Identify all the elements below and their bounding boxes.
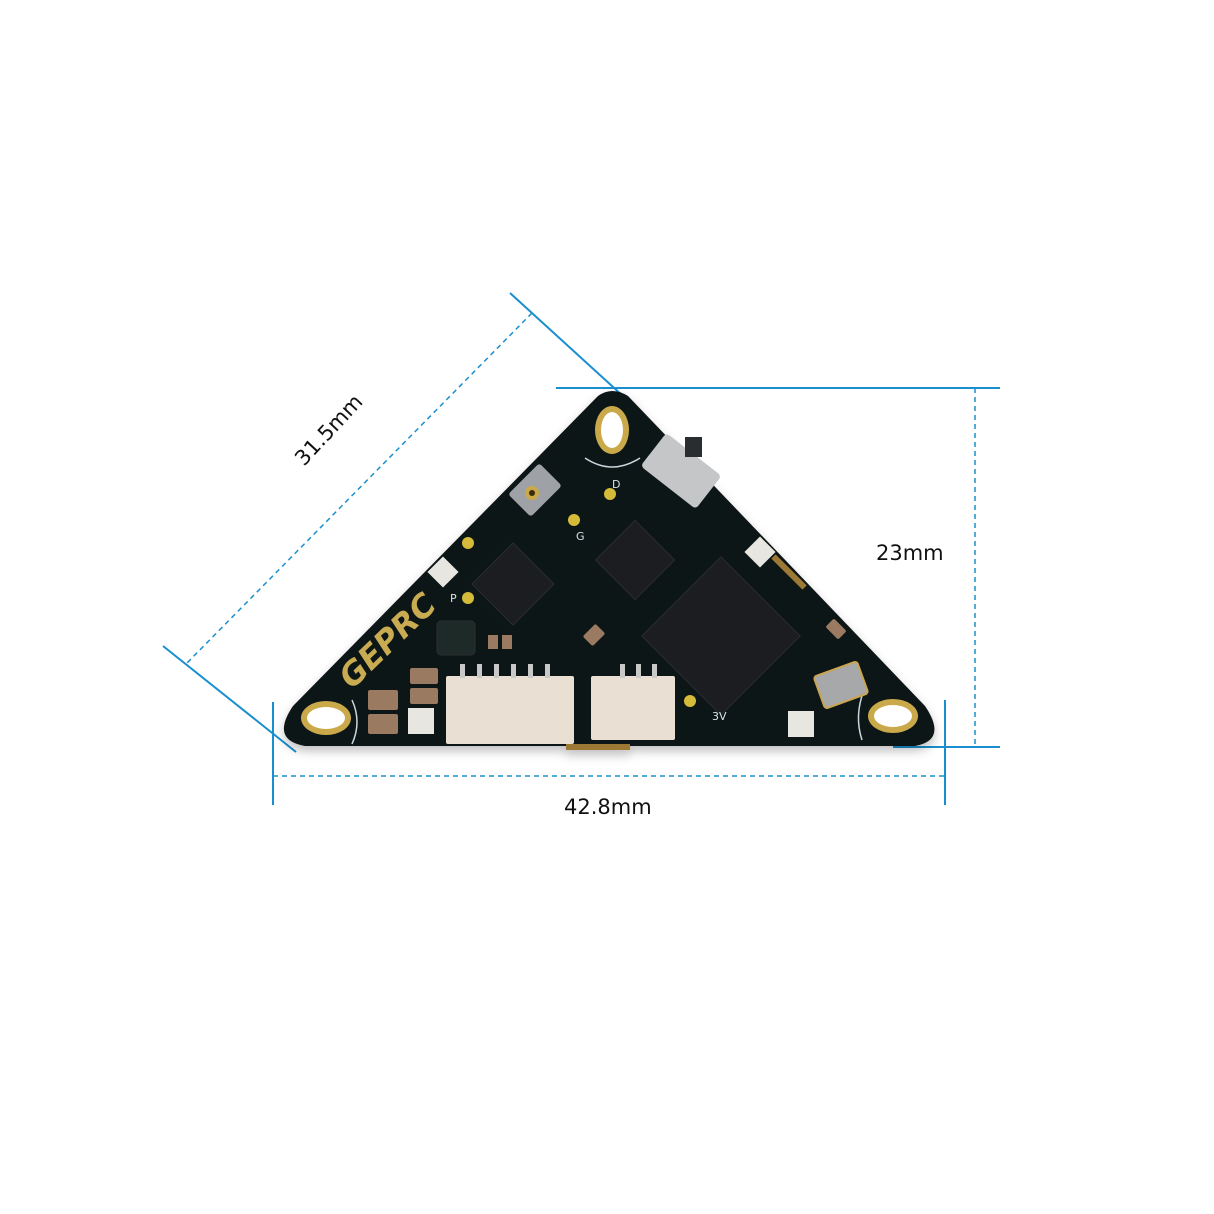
dimension-lines [162,292,1000,805]
svg-text:D: D [612,478,620,491]
connector-6pin [446,676,574,744]
crystal [813,661,869,709]
svg-text:P: P [450,592,457,605]
slide-switch [642,434,720,508]
width-dimension-label: 42.8mm [564,795,652,819]
connectors [446,664,675,744]
mcu-chip [641,556,801,716]
diag-dim [185,312,533,665]
svg-text:3V: 3V [712,710,727,723]
mounting-holes [301,406,918,735]
connector-4pin [591,676,675,740]
height-dimension-label: 23mm [876,541,944,565]
diag-ext-bottom [162,645,297,753]
diag-ext-top [509,292,636,408]
svg-text:G: G [576,530,585,543]
antenna-connector [509,464,561,516]
inductor [436,620,476,656]
